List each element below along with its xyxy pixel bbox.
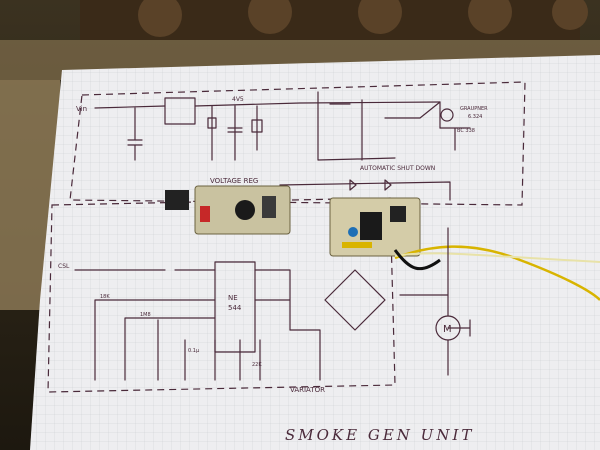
top-circuit: Vin 4V5 GRAUPNER 6.324 BC 338 AUTOMATIC … bbox=[76, 91, 488, 172]
label-variator: VARIATOR bbox=[290, 386, 325, 394]
label-bc: BC 338 bbox=[457, 128, 475, 134]
label-544: 544 bbox=[228, 304, 242, 312]
lower-circuit: NE 544 M CSL 18K 1M8 22K 0.1μ VARIATOR bbox=[58, 227, 471, 394]
reg-box bbox=[69, 81, 526, 206]
label-4v5: 4V5 bbox=[232, 96, 244, 103]
label-auto: AUTOMATIC SHUT DOWN bbox=[360, 165, 435, 172]
label-1m8: 1M8 bbox=[140, 312, 151, 318]
diode-line bbox=[279, 181, 451, 201]
voltage-reg-board: VOLTAGE REG bbox=[165, 177, 291, 235]
label-volt-reg: VOLTAGE REG bbox=[210, 177, 258, 185]
label-18k: 18K bbox=[100, 294, 110, 300]
label-gov-num: 6.324 bbox=[468, 114, 482, 120]
wire-yellow bbox=[394, 245, 600, 301]
shutdown-board bbox=[329, 197, 421, 257]
label-csl: CSL bbox=[58, 263, 70, 270]
label-gov: GRAUPNER bbox=[460, 106, 488, 112]
wire-black bbox=[393, 249, 441, 271]
label-22k: 22K bbox=[252, 362, 262, 368]
label-m: M bbox=[443, 324, 452, 335]
caption: SMOKE GEN UNIT bbox=[285, 426, 474, 444]
label-ne: NE bbox=[228, 294, 238, 302]
wire-white bbox=[394, 252, 600, 263]
diodes bbox=[349, 179, 392, 191]
label-01u: 0.1μ bbox=[188, 348, 200, 354]
tank-track bbox=[80, 0, 588, 40]
paper-grid bbox=[30, 55, 600, 450]
label-vin: Vin bbox=[76, 105, 87, 113]
